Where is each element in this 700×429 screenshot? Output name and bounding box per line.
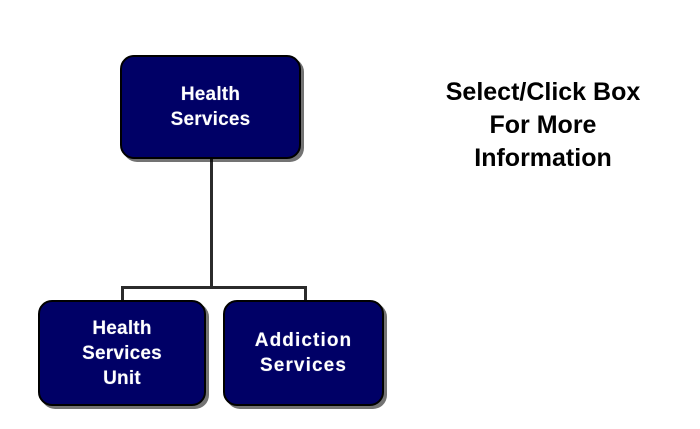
instruction-caption: Select/Click Box For More Information [445, 78, 641, 172]
org-node-addiction-services[interactable]: Addiction Services [223, 300, 384, 406]
connector-horizontal-bar [121, 286, 307, 289]
connector-drop-right [304, 286, 307, 302]
org-node-label: Health Services Unit [82, 317, 162, 389]
connector-drop-left [121, 286, 124, 302]
org-node-label: Health Services [170, 84, 251, 130]
org-node-label: Addiction Services [254, 330, 353, 376]
org-node-health-services-unit[interactable]: Health Services Unit [38, 300, 206, 406]
connector-trunk-vertical [210, 158, 213, 288]
org-node-health-services[interactable]: Health Services [120, 55, 301, 159]
